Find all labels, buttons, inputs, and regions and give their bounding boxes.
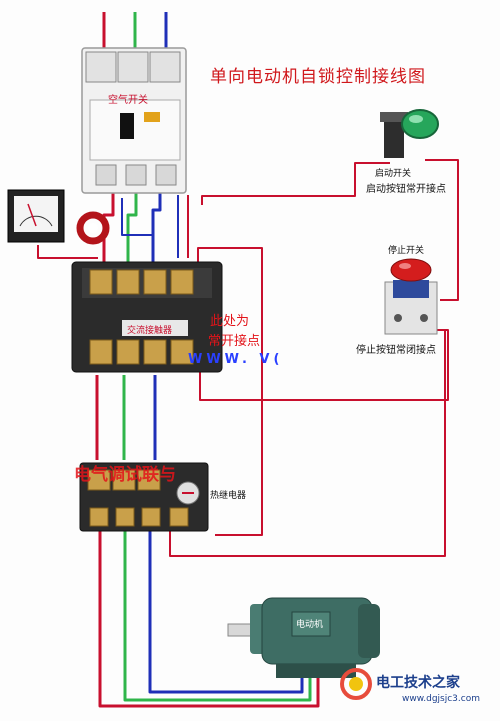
wire-breaker-contactor-l3: [151, 190, 162, 262]
watermark-blue: WWW. V(: [188, 352, 284, 367]
wire-breaker-contactor-l2: [126, 190, 138, 262]
watermark-red: 电气调试联与: [74, 465, 176, 485]
wire-stop-return: [199, 329, 449, 401]
start-button-tag: 启动开关: [375, 169, 412, 179]
logo-name: 电工技术之家: [376, 675, 460, 691]
ammeter: [7, 189, 65, 243]
diagram-title: 单向电动机自锁控制接线图: [210, 67, 426, 87]
stop-button-tag: 停止开关: [388, 246, 425, 256]
wires: [37, 12, 459, 708]
breaker-label: 空气开关: [108, 95, 148, 106]
wire-relay-motor-l1: [98, 528, 320, 708]
wire-ammeter: [37, 245, 98, 259]
stop-push-button: [384, 258, 438, 335]
motor: [227, 597, 380, 678]
thermal-relay: [79, 462, 209, 532]
start-push-button: [380, 109, 439, 158]
contactor-note-line1: 此处为: [210, 314, 250, 329]
wire-start-to-stop: [425, 159, 459, 301]
motor-label: 电动机: [296, 620, 324, 630]
wire-control-tap-blue: [121, 198, 152, 236]
wire-contactor-to-relay: [197, 247, 263, 536]
wire-relay-to-stop: [169, 330, 446, 557]
ac-contactor: [71, 261, 223, 373]
wire-relay-motor-l2: [123, 528, 312, 702]
wire-start-button-in: [201, 162, 390, 205]
stop-button-caption: 停止按钮常闭接点: [356, 345, 436, 356]
start-button-caption: 启动按钮常开接点: [366, 184, 446, 195]
thermal-relay-label: 热继电器: [210, 491, 247, 501]
contactor-label: 交流接触器: [127, 326, 173, 336]
logo-url: www.dgjsjc3.com: [402, 694, 480, 704]
contactor-note-line2: 常开接点: [208, 334, 261, 349]
wire-relay-motor-l3: [148, 528, 304, 694]
air-breaker: [81, 47, 187, 194]
site-logo: [340, 668, 372, 700]
current-transformer: [76, 211, 110, 245]
